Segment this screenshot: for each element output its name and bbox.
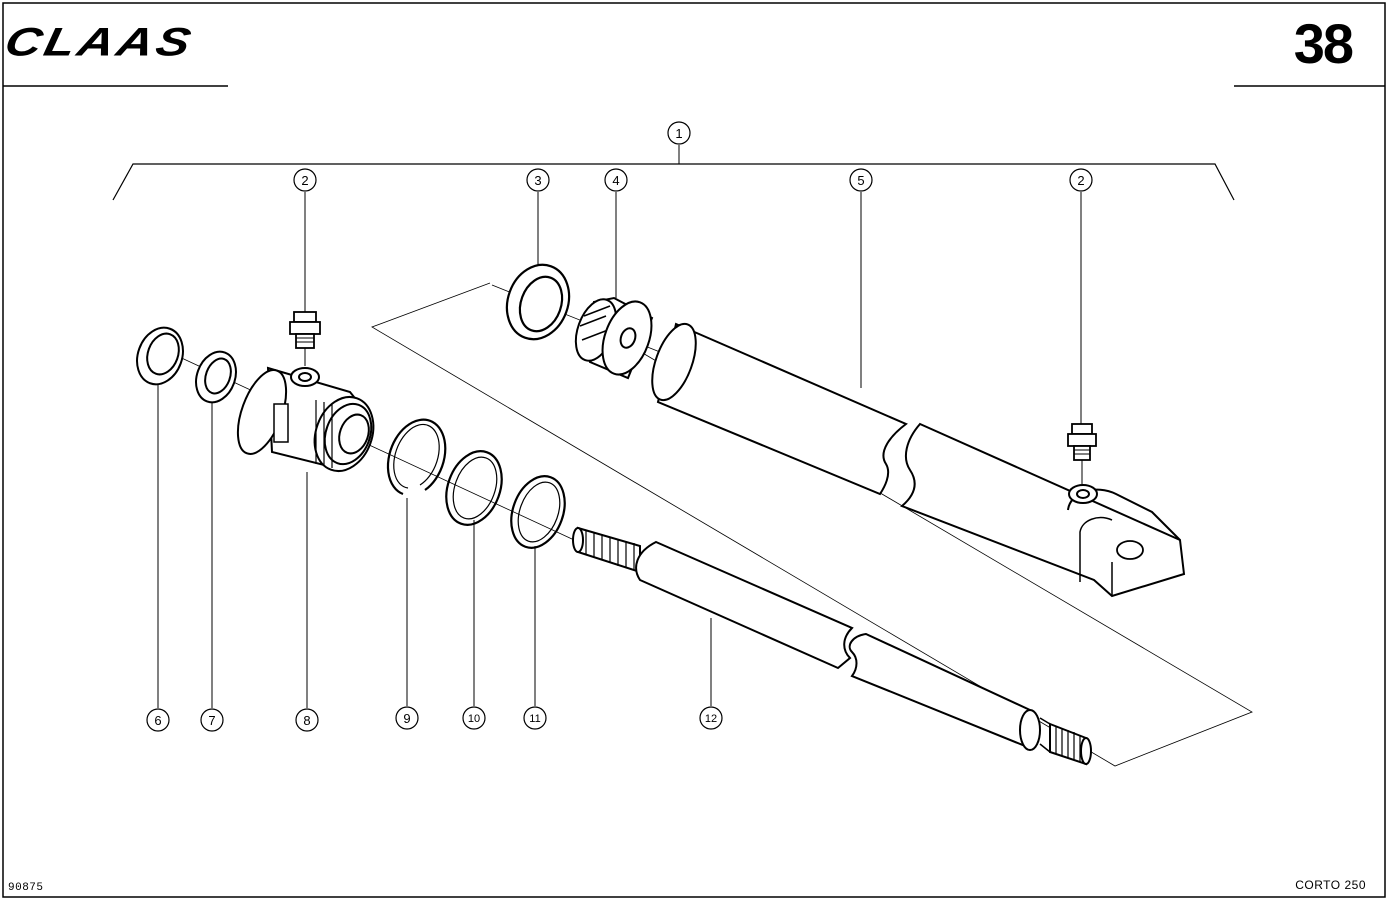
callout-4-label: 4	[612, 173, 619, 188]
callout-2-left-label: 2	[301, 173, 308, 188]
drawing-reference-code: 90875	[8, 882, 44, 894]
part-12-piston-rod	[572, 526, 1092, 766]
part-2-grease-nipple-left	[289, 311, 321, 366]
callout-8: 8	[295, 708, 319, 732]
part-10-ring	[445, 450, 503, 526]
callout-2-right: 2	[1069, 168, 1093, 192]
part-2-grease-nipple-right	[1067, 423, 1097, 484]
callout-9-label: 9	[403, 711, 410, 726]
callout-7: 7	[200, 708, 224, 732]
callout-10-label: 10	[468, 713, 480, 725]
callout-1: 1	[667, 121, 691, 145]
assembly-envelope	[371, 282, 1253, 767]
callout-6: 6	[146, 708, 170, 732]
callout-9: 9	[395, 706, 419, 730]
part-6-seal-ring	[136, 326, 184, 386]
callout-5-label: 5	[857, 173, 864, 188]
callout-12: 12	[699, 706, 723, 730]
callout-10: 10	[462, 706, 486, 730]
callout-4: 4	[604, 168, 628, 192]
machine-model: CORTO 250	[1295, 878, 1366, 892]
part-7-wiper-ring	[195, 350, 237, 404]
part-11-ring	[510, 475, 566, 549]
callout-2-right-label: 2	[1077, 173, 1084, 188]
callout-3-label: 3	[534, 173, 541, 188]
callout-8-label: 8	[303, 713, 310, 728]
callout-11-label: 11	[529, 713, 540, 725]
callout-6-label: 6	[154, 713, 161, 728]
callout-5: 5	[849, 168, 873, 192]
callout-1-label: 1	[675, 126, 682, 141]
assembly-bracket	[112, 163, 1235, 201]
part-4-piston	[574, 296, 654, 380]
callout-2-left: 2	[293, 168, 317, 192]
callout-11: 11	[523, 706, 547, 730]
callout-7-label: 7	[208, 713, 215, 728]
part-5-cylinder-tube	[651, 322, 1186, 598]
callout-12-label: 12	[705, 713, 717, 725]
part-3-guide-ring	[505, 263, 571, 341]
part-8-cylinder-head	[236, 366, 375, 472]
page-number: 38	[1293, 12, 1354, 75]
callout-3: 3	[526, 168, 550, 192]
leader-lines	[157, 192, 1082, 708]
part-9-circlip	[386, 418, 447, 496]
